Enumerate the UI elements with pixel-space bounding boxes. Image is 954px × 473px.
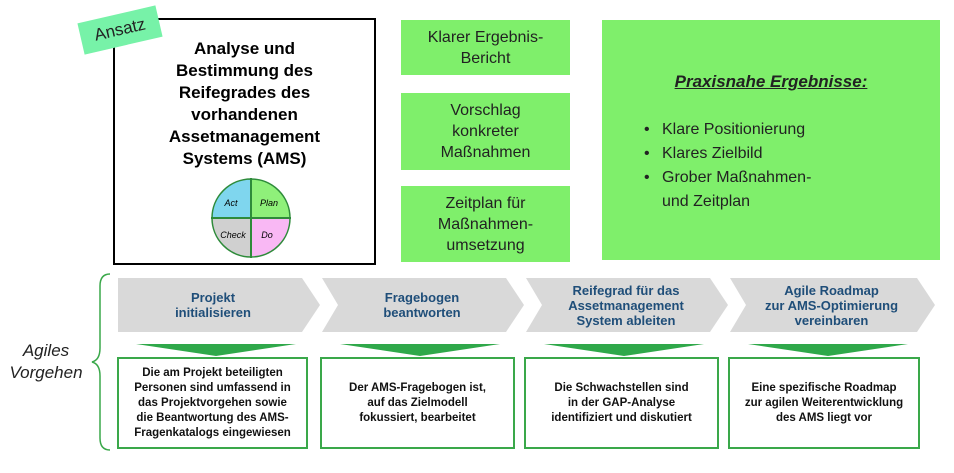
- outcome-line: Fragenkatalogs eingewiesen: [134, 426, 291, 439]
- step-line: zur AMS-Optimierung: [764, 297, 899, 313]
- approach-title-line: Assetmanagement: [168, 127, 321, 146]
- approach-title-line: vorhandenen: [191, 105, 298, 124]
- step-line: Projekt: [190, 290, 236, 305]
- approach-title-line: Analyse und: [193, 39, 296, 58]
- result-line: Vorschlag: [450, 102, 521, 119]
- step-line: Reifegrad für das: [572, 282, 680, 298]
- down-arrow-icon: [748, 344, 908, 356]
- outcome-line: Die am Projekt beteiligten: [142, 366, 283, 379]
- outcome-line: fokussiert, bearbeitet: [359, 411, 476, 424]
- practical-results-panel: Praxisnahe Ergebnisse: Klare Positionier…: [602, 20, 940, 260]
- approach-title-line: Bestimmung des: [176, 61, 313, 80]
- approach-title: Analyse und Bestimmung des Reifegrades d…: [115, 38, 374, 170]
- curly-brace: [91, 273, 111, 451]
- outcome-box: Der AMS-Fragebogen ist, auf das Zielmode…: [320, 357, 515, 449]
- list-item: Klares Zielbild: [644, 142, 811, 166]
- outcome-line: Personen sind umfassend in: [134, 381, 291, 394]
- pdca-check-label: Check: [220, 230, 246, 240]
- outcome-box: Die am Projekt beteiligten Personen sind…: [117, 357, 308, 449]
- down-arrow-icon: [544, 344, 704, 356]
- result-line: Klarer Ergebnis-: [427, 28, 544, 46]
- pdca-do-quadrant: [250, 217, 291, 258]
- process-step-questionnaire: Fragebogen beantworten: [322, 278, 524, 332]
- down-arrow-icon: [136, 344, 296, 356]
- step-line: Assetmanagement: [568, 297, 684, 313]
- step-line: vereinbaren: [794, 312, 869, 328]
- result-measures-box: Vorschlag konkreter Maßnahmen: [401, 93, 570, 170]
- list-item-text: Grober Maßnahmen-: [662, 169, 812, 186]
- outcome-box: Eine spezifische Roadmap zur agilen Weit…: [728, 357, 920, 449]
- pdca-plan-label: Plan: [260, 198, 278, 208]
- list-item: Grober Maßnahmen- und Zeitplan: [644, 166, 811, 214]
- list-item-continuation: und Zeitplan: [662, 193, 751, 210]
- outcome-line: zur agilen Weiterentwicklung: [744, 396, 904, 409]
- approach-title-line: Systems (AMS): [182, 149, 307, 168]
- step-line: beantworten: [383, 305, 461, 320]
- outcome-box: Die Schwachstellen sind in der GAP-Analy…: [524, 357, 719, 449]
- process-step-roadmap: Agile Roadmap zur AMS-Optimierung verein…: [730, 278, 935, 332]
- pdca-do-label: Do: [261, 230, 273, 240]
- outcome-line: Eine spezifische Roadmap: [751, 381, 897, 394]
- step-line: Agile Roadmap: [784, 282, 879, 298]
- result-line: Zeitplan für: [445, 194, 526, 212]
- approach-title-line: Reifegrades des: [178, 83, 311, 102]
- process-step-initialize: Projekt initialisieren: [118, 278, 320, 332]
- outcome-line: auf das Zielmodell: [367, 396, 468, 409]
- result-line: umsetzung: [446, 236, 525, 254]
- pdca-cycle-diagram: Act Plan Check Do: [211, 178, 291, 258]
- outcome-line: Der AMS-Fragebogen ist,: [349, 381, 486, 394]
- pdca-act-label: Act: [223, 198, 238, 208]
- result-line: Maßnahmen-: [437, 215, 534, 233]
- pdca-act-quadrant: [211, 178, 252, 219]
- down-arrow-icon: [340, 344, 500, 356]
- step-line: System ableiten: [576, 312, 676, 328]
- outcome-line: Die Schwachstellen sind: [554, 381, 689, 394]
- result-line: konkreter: [452, 123, 519, 140]
- step-line: Fragebogen: [384, 290, 460, 305]
- result-line: Bericht: [460, 49, 511, 67]
- outcome-line: des AMS liegt vor: [775, 411, 873, 424]
- process-step-maturity: Reifegrad für das Assetmanagement System…: [526, 278, 728, 332]
- outcome-line: das Projektvorgehen sowie: [138, 396, 287, 409]
- outcome-line: identifiziert und diskutiert: [551, 411, 692, 424]
- list-item: Klare Positionierung: [644, 118, 811, 142]
- result-report-box: Klarer Ergebnis- Bericht: [401, 20, 570, 75]
- pdca-plan-quadrant: [250, 178, 291, 219]
- agile-label-line: Agiles: [22, 341, 70, 360]
- step-line: initialisieren: [175, 305, 251, 320]
- practical-results-title: Praxisnahe Ergebnisse:: [674, 72, 868, 91]
- outcome-line: in der GAP-Analyse: [567, 396, 676, 409]
- practical-results-list: Klare Positionierung Klares Zielbild Gro…: [644, 118, 811, 214]
- agile-label-line: Vorgehen: [9, 363, 83, 382]
- approach-box: Analyse und Bestimmung des Reifegrades d…: [113, 18, 376, 265]
- agile-approach-label: Agiles Vorgehen: [0, 340, 92, 384]
- result-schedule-box: Zeitplan für Maßnahmen- umsetzung: [401, 186, 570, 262]
- pdca-check-quadrant: [211, 217, 252, 258]
- result-line: Maßnahmen: [440, 144, 531, 161]
- outcome-line: die Beantwortung des AMS-: [136, 411, 289, 424]
